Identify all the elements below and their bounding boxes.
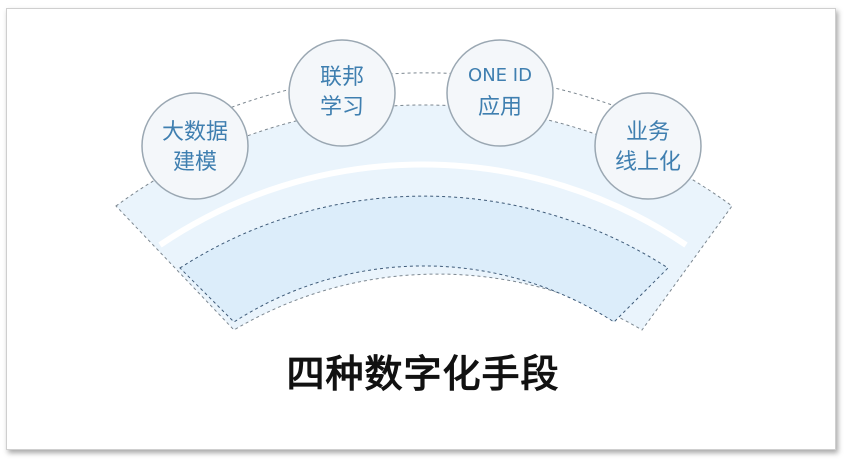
inner-arc-band <box>179 195 669 323</box>
node-label-line1: 联邦 <box>320 65 364 90</box>
node-business-online: 业务 线上化 <box>594 92 702 200</box>
node-big-data-modeling: 大数据 建模 <box>141 92 249 200</box>
node-label-line2: 建模 <box>173 150 217 175</box>
node-label-line1: ONE ID <box>468 65 532 86</box>
node-label-line2: 线上化 <box>615 150 681 175</box>
node-label-line1: 业务 <box>626 120 670 145</box>
separator-arc <box>158 161 688 248</box>
node-one-id-application: ONE ID 应用 <box>446 39 554 147</box>
node-label-line2: 学习 <box>320 95 364 120</box>
node-label-line2: 应用 <box>478 95 522 120</box>
diagram-title: 四种数字化手段 <box>286 351 560 396</box>
node-label-line1: 大数据 <box>162 120 228 145</box>
node-federated-learning: 联邦 学习 <box>288 39 396 147</box>
